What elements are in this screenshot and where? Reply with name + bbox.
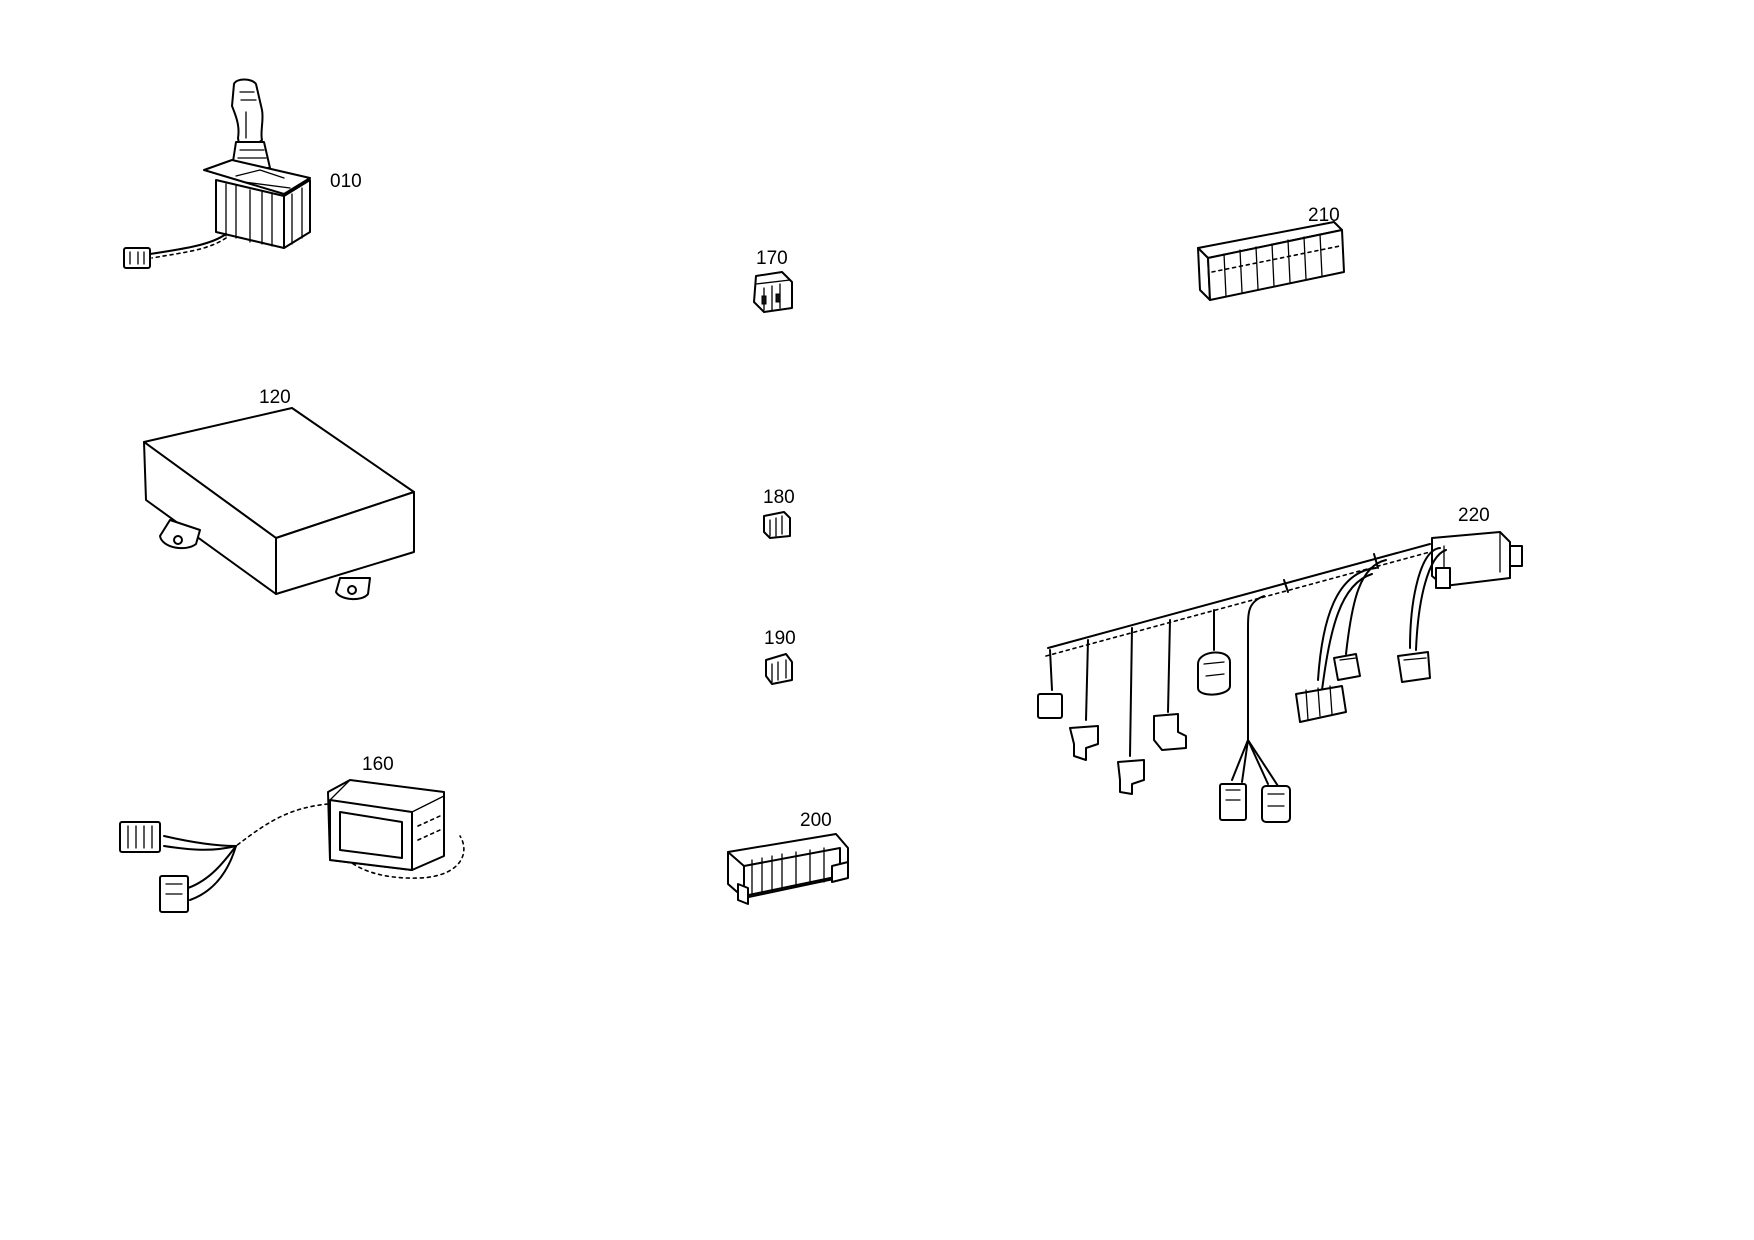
part-210-fuse-strip[interactable]: 210	[1197, 205, 1345, 301]
callout-170: 170	[756, 248, 788, 269]
callout-160: 160	[362, 754, 394, 775]
callout-200: 200	[800, 810, 832, 831]
callout-010: 010	[330, 171, 362, 192]
callout-190: 190	[764, 628, 796, 649]
part-180-plug[interactable]: 180	[763, 487, 795, 539]
part-220-wiring-harness[interactable]: 220	[1037, 505, 1523, 823]
callout-120: 120	[259, 387, 291, 408]
part-160-display-module[interactable]: 160	[119, 754, 465, 913]
part-200-terminal-block[interactable]: 200	[727, 810, 849, 905]
callout-210: 210	[1308, 205, 1340, 226]
part-010-gear-lever[interactable]: 010	[123, 78, 362, 269]
part-170-connector[interactable]: 170	[753, 248, 793, 313]
callout-220: 220	[1458, 505, 1490, 526]
part-190-plug[interactable]: 190	[764, 628, 796, 685]
callout-180: 180	[763, 487, 795, 508]
part-120-control-box[interactable]: 120	[143, 387, 415, 600]
